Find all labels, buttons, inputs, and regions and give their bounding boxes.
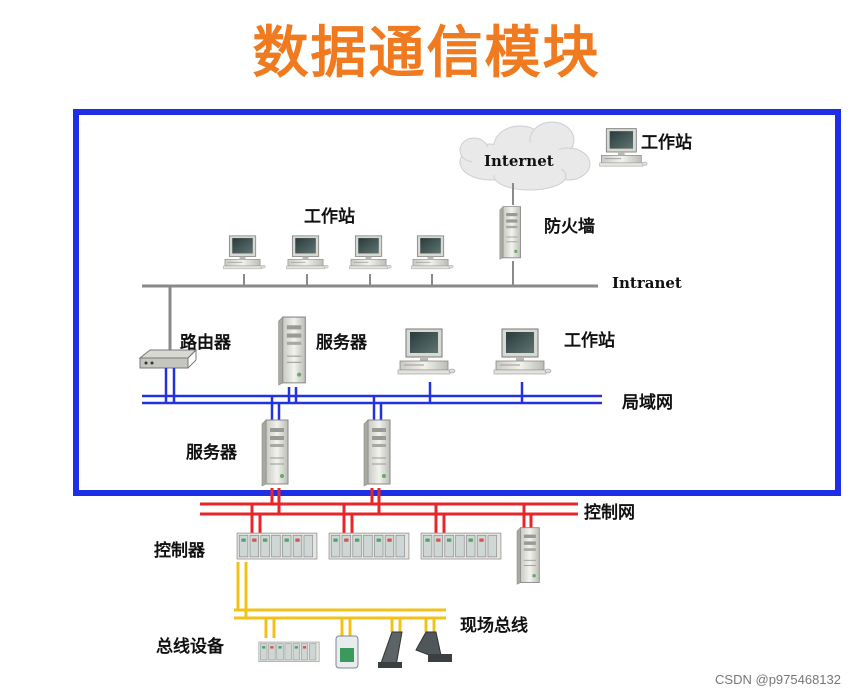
controller-rack-icon (420, 532, 502, 560)
bus-device-transmitter-icon (335, 635, 359, 669)
bus-device-valve-icon (415, 631, 452, 662)
bus-device-rack-icon (258, 641, 320, 663)
bus-devices-label: 总线设备 (156, 637, 224, 657)
workstation-icon (286, 235, 329, 270)
fieldbus-bus (234, 562, 446, 638)
server-mid-icon (278, 316, 306, 386)
workstation-mid-label: 工作站 (564, 331, 615, 351)
workstation-icon (223, 235, 266, 270)
page-title: 数据通信模块 (252, 21, 601, 86)
controller-label: 控制器 (154, 541, 205, 561)
firewall-label: 防火墙 (544, 217, 595, 237)
watermark: CSDN @p975468132 (715, 672, 841, 687)
controller-tower-icon (516, 527, 540, 585)
router-label: 路由器 (180, 333, 231, 353)
network-boundary-frame (73, 109, 841, 496)
workstation-mid-icon (397, 328, 456, 375)
server-lower-icon (363, 419, 391, 487)
lan-bus (142, 368, 602, 420)
server-lower-icon (261, 419, 289, 487)
bus-device-valve-icon (378, 631, 403, 668)
internet-label: Internet (484, 152, 554, 170)
fieldbus-label: 现场总线 (460, 616, 528, 636)
server-lower-label: 服务器 (186, 443, 237, 463)
workstation-icon (411, 235, 454, 270)
control-network-label: 控制网 (584, 503, 635, 523)
lan-label: 局域网 (622, 393, 673, 413)
firewall-icon (499, 206, 522, 260)
controller-rack-icon (328, 532, 410, 560)
upper-workstations (223, 235, 454, 286)
workstation-icon (349, 235, 392, 270)
workstation-top-right-label: 工作站 (641, 133, 692, 153)
router-icon (138, 286, 198, 369)
control-network-bus (200, 488, 578, 534)
workstations-upper-label: 工作站 (304, 207, 355, 227)
server-mid-label: 服务器 (316, 333, 367, 353)
controller-rack-icon (236, 532, 318, 560)
workstation-mid-icon (493, 328, 552, 375)
intranet-label: Intranet (612, 274, 682, 292)
